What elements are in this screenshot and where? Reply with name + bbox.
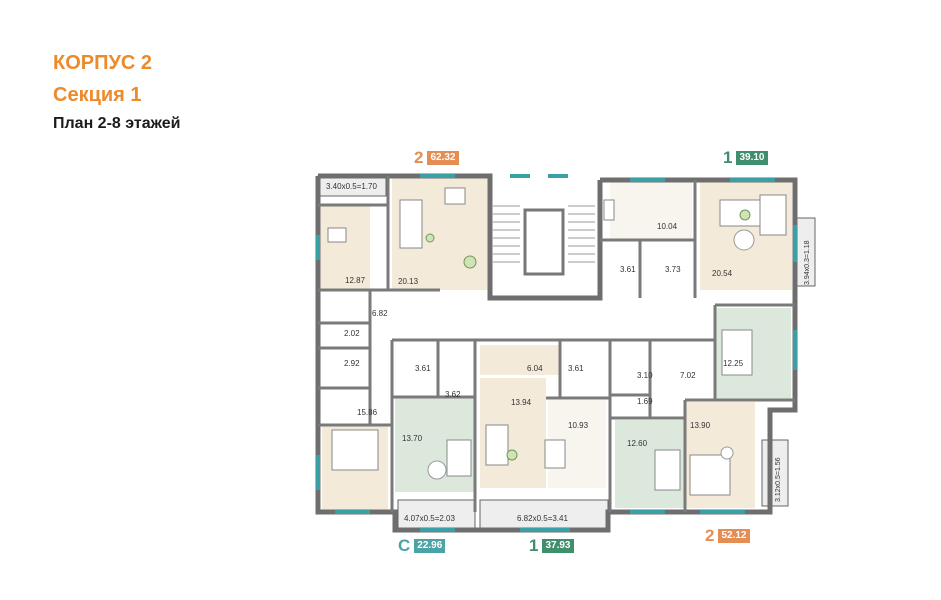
label-hall-e: 7.02 — [680, 371, 696, 380]
label-bath-a1: 2.02 — [344, 329, 360, 338]
apartment-rooms: С — [398, 536, 411, 555]
building-title: КОРПУС 2 — [53, 52, 153, 74]
apartment-badge-2-bottom: 2 52.12 — [705, 527, 750, 545]
apartment-area: 39.10 — [736, 151, 768, 165]
label-living-b: 20.54 — [712, 269, 733, 278]
apartment-badge-2-top: 2 62.32 — [414, 149, 459, 167]
label-bath-e2: 1.69 — [637, 397, 653, 406]
apartment-badge-1-bottom: 1 37.93 — [529, 537, 574, 555]
apartment-area: 37.93 — [542, 539, 574, 553]
label-balcony-a: 3.40x0.5=1.70 — [326, 182, 377, 191]
label-balcony-c: 4.07x0.5=2.03 — [404, 514, 455, 523]
apartment-rooms: 1 — [529, 536, 539, 555]
apartment-rooms: 1 — [723, 148, 733, 167]
apartment-rooms: 2 — [705, 526, 715, 545]
stairs — [493, 205, 595, 263]
plants — [425, 209, 751, 461]
label-bath-c: 3.61 — [415, 364, 431, 373]
balcony-e — [761, 439, 789, 507]
label-hall-c: 3.62 — [445, 390, 461, 399]
plan-title: План 2-8 этажей — [53, 115, 181, 132]
label-kitchen-d: 10.93 — [568, 421, 589, 430]
label-balcony-e: 3.12x0.5=1.56 — [775, 457, 782, 502]
kitchen-b-floor — [610, 180, 692, 240]
room-labels: 3.40x0.5=1.70 12.87 20.13 6.82 2.02 2.92… — [326, 182, 811, 523]
label-bath-b: 3.61 — [620, 265, 636, 274]
label-bath-a2: 2.92 — [344, 359, 360, 368]
kitchen-a-floor — [320, 205, 370, 290]
windows — [316, 174, 797, 532]
hall-d-floor — [480, 345, 560, 375]
balcony-c — [397, 499, 476, 529]
furniture — [327, 187, 787, 496]
elevator — [523, 208, 565, 276]
label-kitchen-e: 12.60 — [627, 439, 648, 448]
label-living-d: 13.94 — [511, 398, 532, 407]
label-balcony-b: 3.94x0.3=1.18 — [804, 240, 811, 285]
label-kitchen-a: 12.87 — [345, 276, 366, 285]
label-bath-d: 3.61 — [568, 364, 584, 373]
label-living-a: 20.13 — [398, 277, 419, 286]
label-bedroom-e: 12.25 — [723, 359, 744, 368]
label-hall-a: 6.82 — [372, 309, 388, 318]
label-living-e: 13.90 — [690, 421, 711, 430]
interior-walls — [318, 176, 795, 512]
label-bedroom-a: 15.86 — [357, 408, 378, 417]
apartment-area: 62.32 — [427, 151, 459, 165]
apartment-area: 22.96 — [414, 539, 446, 553]
apartment-rooms: 2 — [414, 148, 424, 167]
label-hall-d: 6.04 — [527, 364, 543, 373]
label-balcony-d: 6.82x0.5=3.41 — [517, 514, 568, 523]
label-hall-b: 3.73 — [665, 265, 681, 274]
tables — [427, 229, 755, 480]
label-studio-c: 13.70 — [402, 434, 423, 443]
apartment-badge-1-top: 1 39.10 — [723, 149, 768, 167]
section-title: Секция 1 — [53, 84, 142, 106]
apartment-area: 52.12 — [718, 529, 750, 543]
apartment-badge-studio: С 22.96 — [398, 536, 446, 555]
label-kitchen-b: 10.04 — [657, 222, 678, 231]
label-bath-e1: 3.10 — [637, 371, 653, 380]
